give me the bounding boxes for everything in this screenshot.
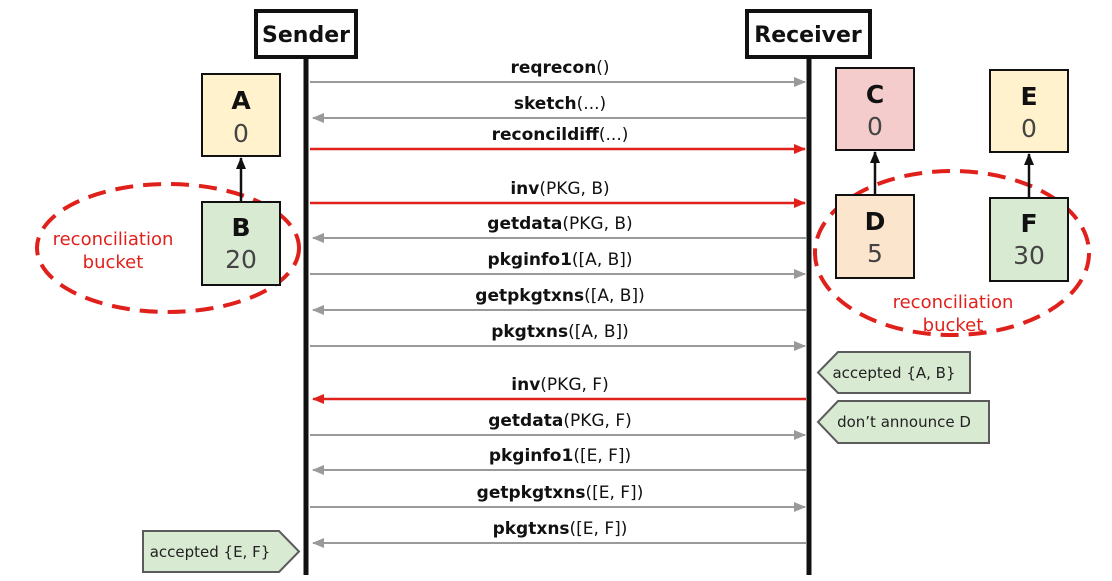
- box-b-name: B: [231, 213, 250, 242]
- message-args: (...): [577, 94, 606, 114]
- box-f: F 30: [989, 197, 1069, 282]
- sender-actor: Sender: [254, 9, 358, 59]
- message-name: sketch: [514, 94, 577, 114]
- box-e-value: 0: [1021, 114, 1037, 143]
- message-args: (PKG, B): [539, 179, 609, 199]
- message-args: (PKG, F): [563, 411, 631, 431]
- right-bucket-line2: bucket: [923, 315, 984, 336]
- message-args: ([E, F]): [570, 519, 628, 539]
- message-args: (PKG, F): [540, 375, 608, 395]
- message-name: reqrecon: [510, 58, 596, 78]
- box-a-name: A: [231, 86, 251, 115]
- sender-label: Sender: [262, 23, 350, 48]
- message-label: reconcildiff(...): [492, 125, 629, 145]
- message-name: getpkgtxns: [475, 286, 584, 306]
- message-args: ([E, F]): [573, 446, 631, 466]
- left-bucket-line1: reconciliation: [53, 229, 174, 250]
- message-args: ([A, B]): [572, 250, 633, 270]
- receiver-actor: Receiver: [745, 9, 872, 59]
- box-d: D 5: [835, 194, 915, 279]
- box-d-name: D: [865, 207, 886, 236]
- note-accepted-ab-text: accepted {A, B}: [832, 364, 955, 382]
- box-c-value: 0: [867, 112, 883, 141]
- right-bucket-line1: reconciliation: [893, 292, 1014, 313]
- box-e: E 0: [989, 69, 1069, 153]
- box-e-name: E: [1020, 82, 1037, 111]
- box-b-value: 20: [225, 245, 257, 274]
- message-name: getpkgtxns: [477, 483, 586, 503]
- box-f-name: F: [1020, 209, 1037, 238]
- message-args: (PKG, B): [562, 214, 632, 234]
- message-args: (): [596, 58, 609, 78]
- message-label: getpkgtxns([A, B]): [475, 286, 644, 306]
- message-name: reconcildiff: [492, 125, 600, 145]
- message-label: reqrecon(): [510, 58, 609, 78]
- message-label: getdata(PKG, F): [488, 411, 632, 431]
- receiver-label: Receiver: [754, 23, 862, 48]
- box-a-value: 0: [233, 119, 249, 148]
- messages: reqrecon()sketch(...)reconcildiff(...)in…: [310, 58, 806, 548]
- note-dont-announce-d: don’t announce D: [816, 400, 990, 444]
- message-args: ([E, F]): [585, 483, 643, 503]
- message-name: getdata: [488, 411, 563, 431]
- message-label: pkgtxns([E, F]): [493, 519, 628, 539]
- box-b: B 20: [201, 201, 281, 286]
- message-name: pkginfo1: [487, 250, 571, 270]
- message-label: pkginfo1([E, F]): [489, 446, 631, 466]
- message-args: ([A, B]): [568, 322, 629, 342]
- message-name: pkgtxns: [493, 519, 570, 539]
- message-name: inv: [511, 375, 540, 395]
- box-c-name: C: [866, 80, 884, 109]
- right-reconciliation-bucket: reconciliation bucket: [813, 169, 1091, 337]
- message-args: ([A, B]): [584, 286, 645, 306]
- message-name: pkgtxns: [491, 322, 568, 342]
- message-label: inv(PKG, F): [511, 375, 608, 395]
- box-a: A 0: [201, 73, 281, 157]
- note-accepted-ef-text: accepted {E, F}: [150, 543, 271, 561]
- message-name: pkginfo1: [489, 446, 573, 466]
- message-label: pkginfo1([A, B]): [487, 250, 632, 270]
- message-name: getdata: [487, 214, 562, 234]
- box-f-value: 30: [1013, 241, 1045, 270]
- message-label: getdata(PKG, B): [487, 214, 632, 234]
- note-accepted-ef: accepted {E, F}: [142, 530, 301, 573]
- note-accepted-ab: accepted {A, B}: [816, 351, 971, 394]
- box-c: C 0: [835, 67, 915, 151]
- left-bucket-line2: bucket: [83, 252, 144, 273]
- message-name: inv: [510, 179, 539, 199]
- message-label: sketch(...): [514, 94, 606, 114]
- left-reconciliation-bucket: reconciliation bucket: [35, 182, 301, 314]
- note-dont-announce-d-text: don’t announce D: [837, 413, 971, 431]
- message-label: getpkgtxns([E, F]): [477, 483, 644, 503]
- message-args: (...): [599, 125, 628, 145]
- box-d-value: 5: [867, 239, 883, 268]
- message-label: inv(PKG, B): [510, 179, 609, 199]
- message-label: pkgtxns([A, B]): [491, 322, 629, 342]
